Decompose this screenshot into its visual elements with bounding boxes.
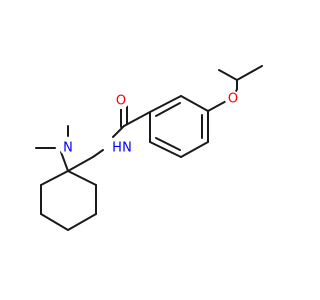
bond-cyclohexane-6 [40, 170, 69, 186]
amide-nitrogen-label: N [122, 141, 132, 156]
bond-ring-1-inner [155, 102, 181, 117]
bond-ring-2 [180, 95, 209, 112]
bond-quaternary-amine [60, 151, 69, 172]
ether-oxygen: O [225, 91, 241, 107]
bond-ring-4 [180, 141, 209, 158]
atom-labels: O H N O N [60, 91, 241, 156]
amide-hydrogen-label: H [112, 141, 122, 156]
amine-nitrogen: N [60, 140, 76, 156]
amine-nitrogen-label: N [63, 141, 73, 156]
ether-oxygen-label: O [228, 92, 238, 107]
amine-nitrogen-bg [60, 140, 76, 156]
bond-cyclohexane-1 [67, 170, 97, 186]
carbonyl-oxygen: O [113, 93, 129, 109]
structure-canvas: O H N O N [35, 65, 263, 231]
bond-isopropyl-methyl-1 [218, 69, 238, 81]
carbonyl-oxygen-label: O [116, 94, 126, 109]
carbonyl-oxygen-bg [113, 93, 129, 109]
bond-ring-1 [149, 95, 182, 113]
molecule-structure: O H N O N [35, 65, 263, 231]
bond-carbonyl-ring [123, 111, 151, 127]
ether-oxygen-bg [225, 91, 241, 107]
amide-nitrogen: H N [111, 139, 133, 156]
bond-cyclohexane-3 [67, 213, 97, 231]
bond-isopropyl-methyl-2 [236, 65, 263, 81]
bond-ring-5-inner [155, 137, 181, 151]
bond-nitrogen-methylene [92, 149, 104, 158]
bond-cyclohexane-4 [40, 213, 69, 231]
bond-carbonyl-nitrogen [112, 125, 125, 138]
bond-ring-5 [149, 141, 182, 158]
bond-methylene-quaternary [67, 156, 94, 172]
amide-nitrogen-bg [111, 139, 133, 155]
